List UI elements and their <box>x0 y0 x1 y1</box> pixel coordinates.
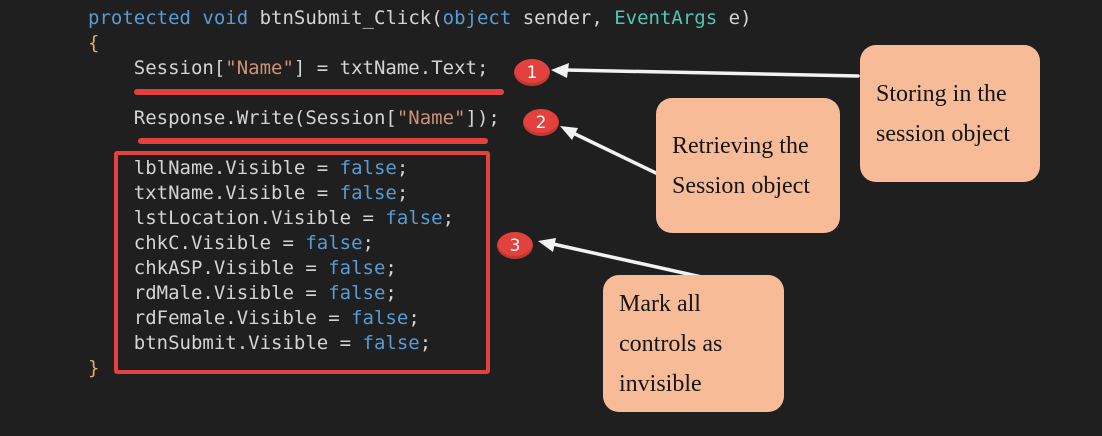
step-badge-1: 1 <box>514 59 550 86</box>
note-retrieving-session: Retrieving the Session object <box>656 98 840 233</box>
code-editor[interactable]: protected void btnSubmit_Click(object se… <box>88 7 752 379</box>
step-badge-2: 2 <box>523 109 559 136</box>
step-badge-3: 3 <box>497 232 533 259</box>
red-highlight-box-visibility-block <box>114 151 490 374</box>
red-underline-session-store <box>134 89 504 95</box>
red-underline-response-write <box>138 138 488 144</box>
note-mark-invisible: Mark all controls as invisible <box>603 275 784 412</box>
note-storing-session: Storing in the session object <box>860 45 1040 182</box>
